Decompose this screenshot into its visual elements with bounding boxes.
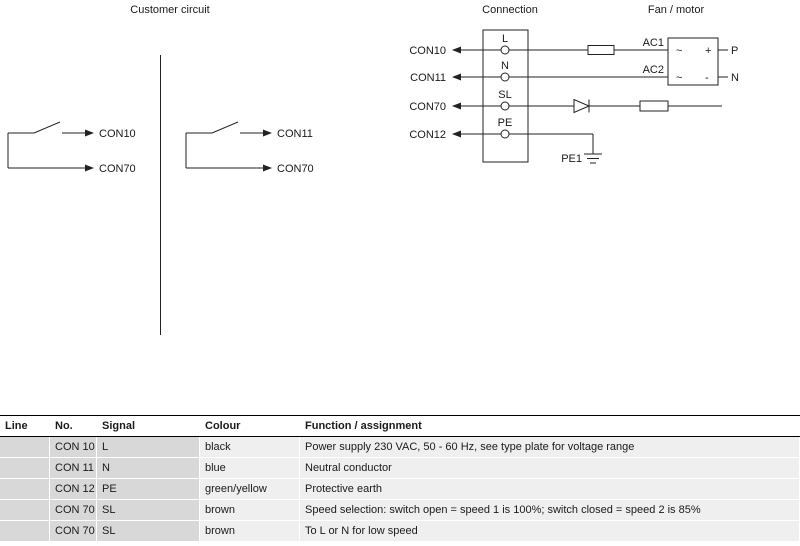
arrow-left-icon [452,102,461,110]
diode-icon [573,98,591,114]
cell-function: Neutral conductor [300,458,800,479]
cell-function: Protective earth [300,479,800,500]
arrow-right-icon [85,129,94,137]
cell-no: CON 10 [50,437,97,458]
cell-colour: blue [200,458,300,479]
col-header-signal: Signal [97,415,200,437]
resistor-icon [639,100,669,112]
cell-function: Speed selection: switch open = speed 1 i… [300,500,800,521]
cell-colour: black [200,437,300,458]
label-con12: CON12 [409,129,446,141]
col-header-colour: Colour [200,415,300,437]
table-row: CON 11 N blue Neutral conductor [0,458,800,479]
col-header-function: Function / assignment [300,415,800,437]
switch-blade-icon [211,121,239,134]
label-con10: CON10 [409,45,446,57]
cell-function: To L or N for low speed [300,521,800,542]
label-switch1-top: CON10 [99,128,136,140]
header-connection: Connection [482,4,538,16]
motor-plus: + [705,45,711,57]
terminal-circle-L [500,45,510,55]
label-ac2: AC2 [643,64,664,76]
terminal-box: L N SL PE [482,29,529,163]
table-row: CON 70 SL brown Speed selection: switch … [0,500,800,521]
terminal-label-SL: SL [498,89,511,101]
header-fan-motor: Fan / motor [648,4,705,16]
header-customer-circuit: Customer circuit [130,4,209,16]
cell-line [0,437,50,458]
cell-colour: green/yellow [200,479,300,500]
cell-no: CON 11 [50,458,97,479]
terminal-circle-PE [500,129,510,139]
table-row: CON 10 L black Power supply 230 VAC, 50 … [0,437,800,458]
label-n: N [731,72,739,84]
table-row: CON 12 PE green/yellow Protective earth [0,479,800,500]
arrow-right-icon [263,129,272,137]
cell-colour: brown [200,500,300,521]
customer-switch-2: CON11 CON70 [185,121,314,175]
label-p: P [731,45,738,57]
cell-no: CON 70 [50,521,97,542]
motor-tilde-top: ~ [676,45,682,57]
motor-tilde-bottom: ~ [676,72,682,84]
col-header-line: Line [0,415,50,437]
label-ac1: AC1 [643,37,664,49]
motor-box: ~ + ~ - P N [667,37,739,86]
cell-no: CON 12 [50,479,97,500]
cell-line [0,500,50,521]
cell-signal: SL [97,521,200,542]
cell-signal: L [97,437,200,458]
table-header-row: Line No. Signal Colour Function / assign… [0,415,800,437]
arrow-right-icon [263,164,272,172]
arrow-left-icon [452,130,461,138]
arrow-left-icon [452,73,461,81]
arrow-left-icon [452,46,461,54]
terminal-label-L: L [502,33,508,45]
cell-line [0,458,50,479]
fuse-icon [587,45,615,55]
label-pe1: PE1 [561,153,582,165]
label-switch2-top: CON11 [277,128,313,140]
cell-function: Power supply 230 VAC, 50 - 60 Hz, see ty… [300,437,800,458]
cell-signal: N [97,458,200,479]
terminal-circle-N [500,72,510,82]
terminal-circle-SL [500,101,510,111]
connection-table: Line No. Signal Colour Function / assign… [0,415,800,542]
motor-minus: - [705,72,709,84]
label-con70: CON70 [409,101,446,113]
col-header-no: No. [50,415,97,437]
arrow-right-icon [85,164,94,172]
terminal-label-PE: PE [498,117,513,129]
label-switch1-bottom: CON70 [99,163,136,175]
motor-box-outline [667,37,719,86]
switch-blade-icon [33,121,61,134]
cell-line [0,521,50,542]
ground-icon [584,153,602,164]
cell-no: CON 70 [50,500,97,521]
table-row: CON 70 SL brown To L or N for low speed [0,521,800,542]
label-switch2-bottom: CON70 [277,163,314,175]
cell-signal: SL [97,500,200,521]
terminal-box-outline [482,29,529,163]
label-con11: CON11 [410,72,446,84]
customer-switch-1: CON10 CON70 [7,121,136,175]
cell-colour: brown [200,521,300,542]
wiring-diagram: Customer circuit Connection Fan / motor … [7,4,739,335]
cell-signal: PE [97,479,200,500]
connection-wires: CON10 AC1 CON11 AC2 CON70 CON12 [409,37,722,165]
cell-line [0,479,50,500]
terminal-label-N: N [501,60,509,72]
